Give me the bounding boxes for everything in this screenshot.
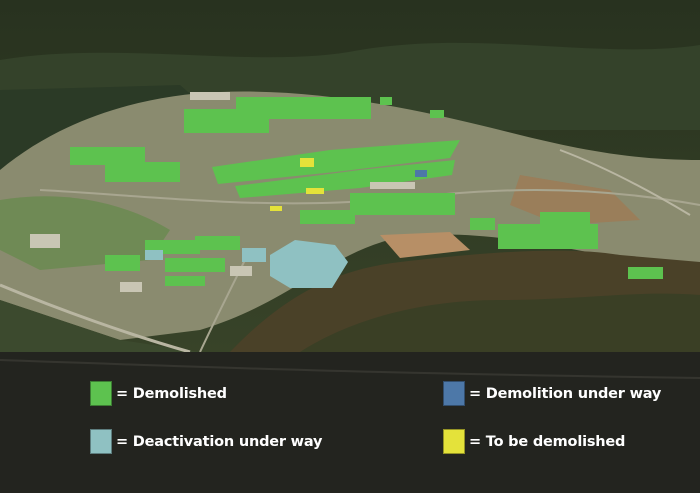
other-structures <box>30 92 415 292</box>
legend-item-to-be-demolished: = To be demolished <box>443 429 625 454</box>
demolition-underway-buildings <box>415 170 427 177</box>
to-be-demolished-building <box>306 188 324 194</box>
structure <box>30 234 60 248</box>
demolished-building <box>105 162 180 182</box>
demolished-swatch <box>90 381 112 406</box>
structure <box>120 282 142 292</box>
road-main <box>0 283 191 354</box>
demolished-building <box>470 218 495 230</box>
demolished-building <box>165 276 205 286</box>
demolished-building <box>430 110 444 118</box>
legend-label-demolition-underway: = Demolition under way <box>469 385 662 402</box>
road-south <box>199 249 251 353</box>
demolished-building <box>165 258 225 272</box>
demolished-buildings <box>70 97 663 286</box>
to-be-demolished-buildings <box>270 158 324 211</box>
structure <box>190 92 230 100</box>
structure <box>230 266 252 276</box>
grass-field-left <box>0 196 170 270</box>
legend-item-demolished: = Demolished <box>90 381 227 406</box>
demolished-building <box>212 140 460 184</box>
deactivation-underway-swatch <box>90 429 112 454</box>
deactivation-building <box>270 240 348 288</box>
demolished-building <box>70 147 145 165</box>
demolition-underway-building <box>415 170 427 177</box>
demolished-building <box>235 160 455 198</box>
to-be-demolished-swatch <box>443 429 465 454</box>
legend-label-to-be-demolished: = To be demolished <box>469 433 626 450</box>
demolished-building <box>300 210 355 224</box>
to-be-demolished-building <box>270 206 282 211</box>
demolished-building <box>195 236 240 250</box>
deactivation-building <box>242 248 266 262</box>
legend-label-demolished: = Demolished <box>116 385 227 402</box>
legend-item-deactivation-underway: = Deactivation under way <box>90 429 322 454</box>
legend-label-deactivation-underway: = Deactivation under way <box>116 433 323 450</box>
structure <box>370 182 415 189</box>
demolished-building <box>628 267 663 279</box>
demolition-underway-swatch <box>443 381 465 406</box>
demolished-building <box>350 193 455 215</box>
forest-foreground-left <box>0 300 200 352</box>
legend <box>0 352 700 493</box>
deactivation-building <box>145 250 163 260</box>
demolished-building <box>380 97 392 105</box>
deactivation-buildings <box>145 240 348 288</box>
legend-item-demolition-underway: = Demolition under way <box>443 381 661 406</box>
road-east <box>559 149 691 216</box>
to-be-demolished-building <box>300 158 314 167</box>
demolished-building <box>236 97 371 119</box>
forest-foreground-dark <box>300 293 700 352</box>
demolished-building <box>540 212 590 232</box>
dirt-lot-center <box>380 232 470 258</box>
demolished-building <box>105 255 140 271</box>
